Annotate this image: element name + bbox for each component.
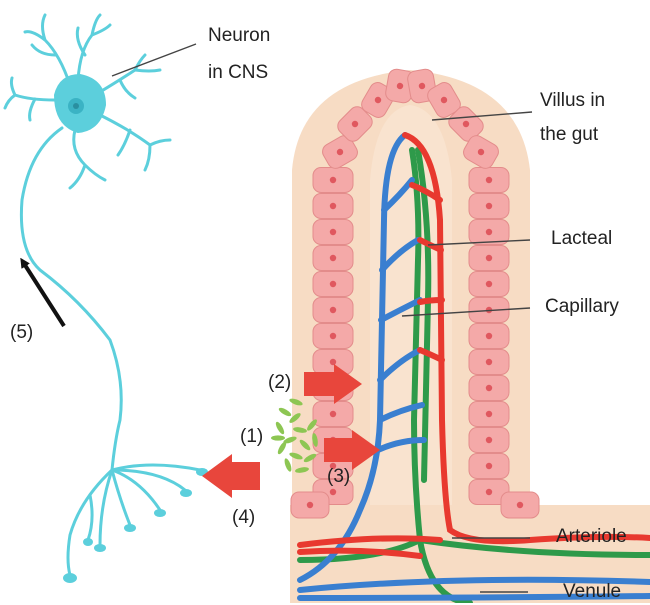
venule-label: Venule (563, 579, 621, 605)
arrow-step-4 (202, 454, 260, 498)
arteriole-label: Arteriole (556, 524, 627, 550)
epithelial-cell (313, 246, 353, 271)
lacteal-label: Lacteal (551, 226, 612, 252)
epithelial-cell (469, 376, 509, 401)
epithelial-cell (313, 402, 353, 427)
epithelial-cell (469, 350, 509, 375)
epithelial-cell (291, 492, 329, 518)
epithelial-cell (313, 298, 353, 323)
bacterium (271, 435, 285, 440)
epithelial-cell (469, 272, 509, 297)
bacterium (274, 421, 286, 436)
epithelial-cell (469, 402, 509, 427)
epithelial-cell (313, 168, 353, 193)
neuron-label-line1: Neuron (208, 23, 270, 49)
step-1-label: (1) (240, 424, 263, 450)
epithelial-cell (469, 168, 509, 193)
step-4-label: (4) (232, 505, 255, 531)
bacterium (283, 458, 293, 473)
neuron-label-line2: in CNS (208, 60, 268, 86)
epithelial-cell (313, 350, 353, 375)
epithelial-cell (469, 324, 509, 349)
epithelial-cell (313, 194, 353, 219)
villus-label-line1: Villus in (540, 88, 605, 114)
bacterium (276, 441, 288, 456)
capillary-label: Capillary (545, 294, 619, 320)
bacterium (278, 406, 293, 418)
neuron (5, 15, 208, 583)
epithelial-cell (313, 324, 353, 349)
epithelial-cell (501, 492, 539, 518)
villus-label-line2: the gut (540, 122, 598, 148)
epithelial-cell (469, 194, 509, 219)
epithelial-cell (469, 428, 509, 453)
step-5-label: (5) (10, 320, 33, 346)
step-3-label: (3) (327, 464, 350, 490)
epithelial-cell (313, 220, 353, 245)
epithelial-cell (469, 246, 509, 271)
epithelial-cell (469, 454, 509, 479)
step-2-label: (2) (268, 370, 291, 396)
epithelial-cell (313, 272, 353, 297)
